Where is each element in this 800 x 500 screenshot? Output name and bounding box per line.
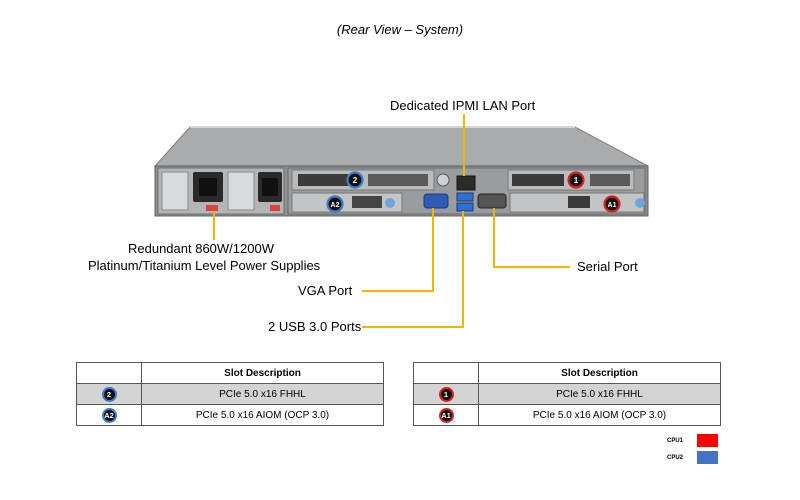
slot-description: PCIe 5.0 x16 AIOM (OCP 3.0) <box>478 404 721 426</box>
slot-badge-a1: A1 <box>438 407 454 423</box>
legend-swatch-cpu2 <box>697 451 718 464</box>
slot-table-cpu1: Slot Description 1 PCIe 5.0 x16 FHHL A1 … <box>413 362 721 426</box>
svg-text:A2: A2 <box>331 202 340 209</box>
slot-table-cpu2: Slot Description 2 PCIe 5.0 x16 FHHL A2 … <box>76 362 384 426</box>
slot-badge-a2: A2 <box>101 407 117 423</box>
badge-slot-a2: A2 <box>326 195 344 213</box>
usb-port-1 <box>456 192 474 202</box>
legend-label-cpu2: CPU2 <box>667 455 684 461</box>
slot-table-header: Slot Description <box>141 362 384 384</box>
pcie-slot-1 <box>507 169 635 191</box>
usb-port-2 <box>456 202 474 212</box>
label-ipmi-lan: Dedicated IPMI LAN Port <box>390 98 536 113</box>
badge-slot-1: 1 <box>567 171 585 189</box>
ipmi-lan-port <box>456 175 476 191</box>
table-row: 2 PCIe 5.0 x16 FHHL <box>76 383 384 405</box>
table-row: A1 PCIe 5.0 x16 AIOM (OCP 3.0) <box>413 404 721 426</box>
svg-text:A1: A1 <box>608 202 617 209</box>
aiom-slot-a2 <box>291 192 403 213</box>
power-supply-units <box>157 167 285 215</box>
slot-description: PCIe 5.0 x16 AIOM (OCP 3.0) <box>141 404 384 426</box>
callout-line-vga <box>362 208 434 292</box>
label-serial-port: Serial Port <box>577 259 638 274</box>
slot-description: PCIe 5.0 x16 FHHL <box>478 383 721 405</box>
label-usb-ports: 2 USB 3.0 Ports <box>268 319 362 334</box>
badge-slot-a1: A1 <box>603 195 621 213</box>
diagram-caption: (Rear View – System) <box>336 22 464 37</box>
vga-port <box>423 193 449 209</box>
slot-badge-1: 1 <box>438 386 454 402</box>
label-psu-line1: Redundant 860W/1200W <box>128 241 274 256</box>
slot-table-header: Slot Description <box>478 362 721 384</box>
table-row: 1 PCIe 5.0 x16 FHHL <box>413 383 721 405</box>
badge-slot-2: 2 <box>346 171 364 189</box>
svg-text:1: 1 <box>574 176 579 185</box>
aiom-slot-a1 <box>509 192 645 213</box>
legend-swatch-cpu1 <box>697 434 718 447</box>
serial-port <box>477 193 507 209</box>
svg-text:2: 2 <box>353 176 358 185</box>
callout-line-usb <box>362 211 464 328</box>
legend-label-cpu1: CPU1 <box>667 438 684 444</box>
label-vga-port: VGA Port <box>298 283 353 298</box>
label-psu-line2: Platinum/Titanium Level Power Supplies <box>88 258 321 273</box>
callout-line-serial <box>493 208 570 268</box>
table-row: A2 PCIe 5.0 x16 AIOM (OCP 3.0) <box>76 404 384 426</box>
slot-badge-2: 2 <box>101 386 117 402</box>
slot-description: PCIe 5.0 x16 FHHL <box>141 383 384 405</box>
